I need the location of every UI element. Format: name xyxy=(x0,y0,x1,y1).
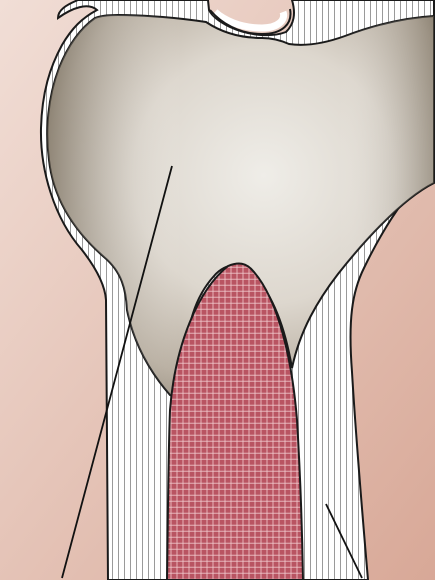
bone-diagram xyxy=(0,0,435,580)
